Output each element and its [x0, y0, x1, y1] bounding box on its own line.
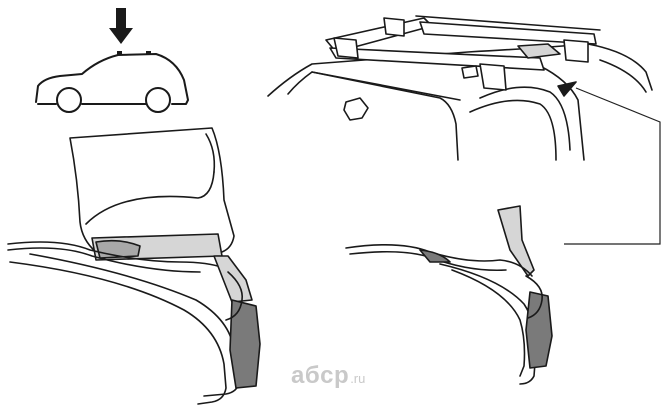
car-rack-foot-rear [146, 51, 151, 55]
rear-line [599, 59, 647, 93]
rack-bar-rear-2 [329, 47, 545, 71]
rack-knob [461, 65, 479, 79]
rack-foot-1 [333, 37, 359, 59]
rack-foot-2 [383, 17, 405, 37]
roof-skin [7, 241, 225, 269]
abcp-watermark: aбcp .ru [291, 362, 365, 390]
roof-drip-dark [419, 249, 451, 263]
pointer-arrow-icon [557, 81, 577, 97]
rack-clamp-detail [517, 43, 561, 59]
foot-section-right [345, 205, 553, 385]
watermark-main: aбcp [291, 362, 350, 389]
bracket-hook [225, 271, 244, 321]
rack-foot-3 [563, 39, 589, 63]
outer-panel [9, 261, 227, 405]
foot-section-left [7, 127, 261, 405]
inner-panel [29, 253, 241, 397]
car-rack-foot-front [117, 51, 122, 55]
rack-foot-inner-curve [85, 171, 215, 225]
roof-with-rack [267, 15, 653, 161]
roof-outline [267, 43, 653, 97]
rubber-seal-right [525, 291, 553, 369]
windshield-edge [311, 71, 461, 101]
watermark-tld: .ru [350, 371, 366, 386]
leader-line [564, 87, 661, 245]
rack-bar-front [419, 21, 597, 45]
roof-skin-inner [7, 247, 201, 273]
door-seal-strip [213, 255, 253, 303]
car-front-wheel [56, 87, 82, 113]
door-frame-inner [469, 99, 557, 161]
rack-foot-4 [479, 63, 507, 91]
roof-front-edge [287, 71, 459, 161]
rack-bar-front-2 [415, 15, 601, 31]
outer-panel-right [451, 269, 526, 377]
car-rear-wheel [145, 87, 171, 113]
clamp-bracket [497, 205, 535, 277]
pillar-line [539, 65, 585, 161]
down-arrow-icon [109, 8, 133, 44]
roof-clip [343, 97, 369, 121]
roof-skin-right [345, 244, 533, 277]
rubber-seal [229, 299, 261, 389]
bracket-hook-right [525, 275, 543, 319]
rack-foot-lip [205, 133, 216, 173]
car-overview [35, 8, 189, 113]
door-frame [479, 86, 571, 151]
hatchback-car-icon [35, 53, 189, 105]
